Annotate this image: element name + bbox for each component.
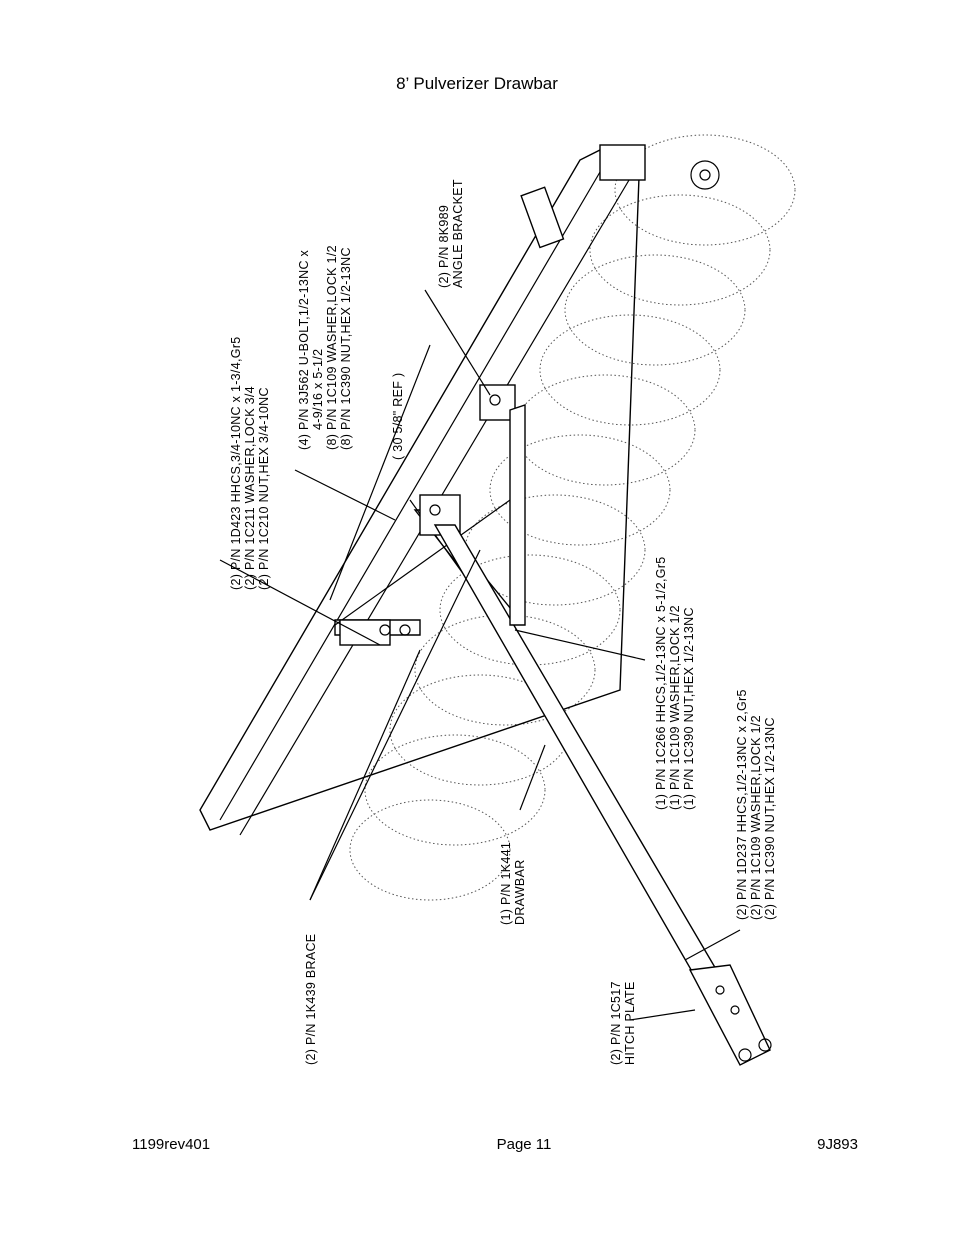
callout-hhcs-12-short-line2: (2) P/N 1C109 WASHER,LOCK 1/2 xyxy=(749,715,763,920)
footer-doc-revision: 1199rev401 xyxy=(132,1136,211,1153)
callout-hhcs-34-line1: (2) P/N 1D423 HHCS,3/4-10NC x 1-3/4,Gr5 xyxy=(229,337,243,590)
reference-dimension: ( 30 5/8" REF ) xyxy=(391,373,405,460)
footer-page-number: Page 11 xyxy=(496,1136,552,1153)
callout-ubolt-line4: (8) P/N 1C390 NUT,HEX 1/2-13NC xyxy=(339,247,353,450)
callout-ubolt-line2: 4-9/16 x 5-1/2 xyxy=(311,349,325,430)
callout-hhcs-12-long-line3: (1) P/N 1C390 NUT,HEX 1/2-13NC xyxy=(682,607,696,810)
callout-angle-bracket-line2: ANGLE BRACKET xyxy=(451,179,465,288)
callout-hhcs-12-long-line1: (1) P/N 1C266 HHCS,1/2-13NC x 5-1/2,Gr5 xyxy=(654,557,668,810)
pulverizer-roller xyxy=(349,134,796,901)
callout-hhcs-12-long-line2: (1) P/N 1C109 WASHER,LOCK 1/2 xyxy=(668,605,682,810)
callout-hhcs-34-line2: (2) P/N 1C211 WASHER,LOCK 3/4 xyxy=(243,386,257,590)
callout-angle-bracket-line1: (2) P/N 8K989 xyxy=(437,205,451,288)
callout-hhcs-12-short-line3: (2) P/N 1C390 NUT,HEX 1/2-13NC xyxy=(763,717,777,920)
drawbar xyxy=(433,404,772,1066)
callout-ubolt-line3: (8) P/N 1C109 WASHER,LOCK 1/2 xyxy=(325,245,339,450)
callout-brace: (2) P/N 1K439 BRACE xyxy=(304,934,318,1065)
leader-lines xyxy=(219,289,741,1021)
callout-drawbar-line1: (1) P/N 1K441 xyxy=(499,842,513,925)
callout-hitch-plate-line1: (2) P/N 1C517 xyxy=(609,981,623,1065)
pulverizer-frame xyxy=(199,144,646,836)
callout-hitch-plate-line2: HITCH PLATE xyxy=(623,981,637,1065)
callout-hhcs-12-short-line1: (2) P/N 1D237 HHCS,1/2-13NC x 2,Gr5 xyxy=(735,689,749,920)
drawbar-assembly-drawing: (2) P/N 1D423 HHCS,3/4-10NC x 1-3/4,Gr5 … xyxy=(180,130,820,1090)
callout-hhcs-34-line3: (2) P/N 1C210 NUT,HEX 3/4-10NC xyxy=(257,387,271,590)
page-title: 8’ Pulverizer Drawbar xyxy=(396,74,558,93)
callout-ubolt-line1: (4) P/N 3J562 U-BOLT,1/2-13NC x xyxy=(297,249,311,450)
footer-part-number: 9J893 xyxy=(817,1136,858,1153)
callout-drawbar-line2: DRAWBAR xyxy=(513,859,527,925)
